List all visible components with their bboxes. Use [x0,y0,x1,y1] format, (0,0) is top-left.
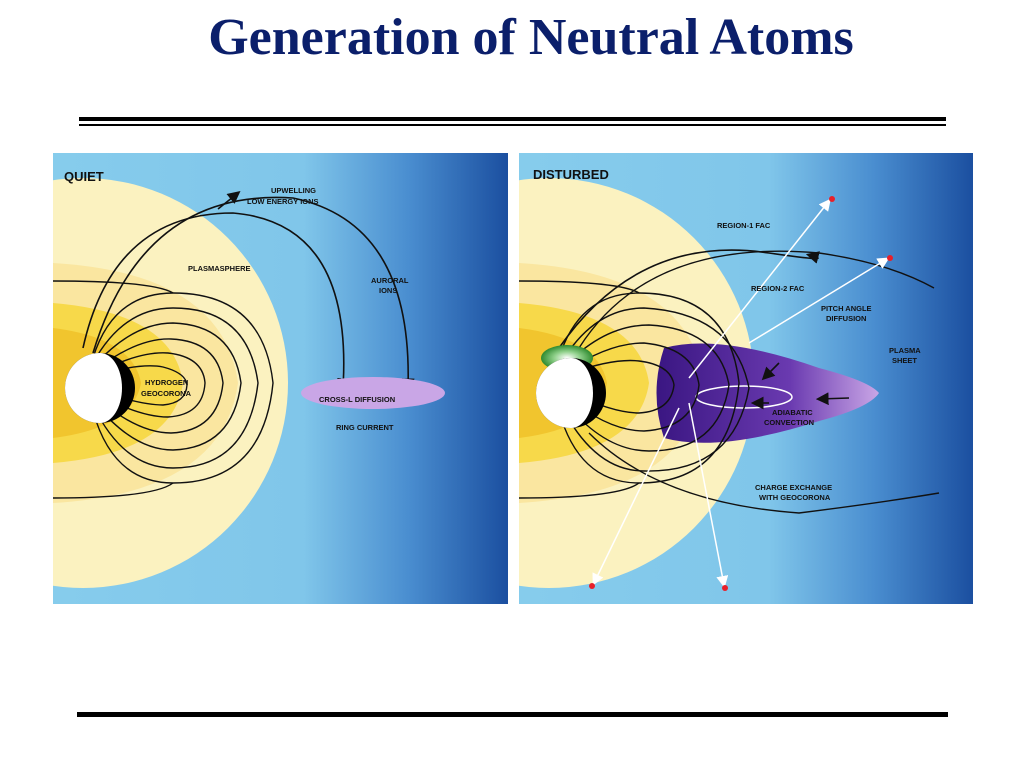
plasmasphere-label: PLASMASPHERE [188,264,251,273]
quiet-diagram: QUIET UPWELLING LOW ENERGY IONS PLASMASP… [53,153,508,604]
disturbed-heading: DISTURBED [533,167,609,182]
title-divider [79,117,946,121]
quiet-panel: QUIET UPWELLING LOW ENERGY IONS PLASMASP… [53,153,508,604]
charge-exchange-label-1: CHARGE EXCHANGE [755,483,832,492]
region2-fac-label: REGION-2 FAC [751,284,805,293]
upwelling-label-1: UPWELLING [271,186,316,195]
quiet-heading: QUIET [64,169,104,184]
pitch-angle-label-1: PITCH ANGLE [821,304,872,313]
region1-fac-label: REGION-1 FAC [717,221,771,230]
adiabatic-label-2: CONVECTION [764,418,814,427]
auroral-label-2: IONS [379,286,397,295]
field-lines [53,280,274,499]
ring-current-ellipse [301,377,445,409]
earth-icon [65,353,135,423]
plasma-sheet [656,343,879,443]
hydrogen-label-2: GEOCORONA [141,389,192,398]
auroral-label-1: AURORAL [371,276,409,285]
adiabatic-label-1: ADIABATIC [772,408,813,417]
earth-icon [536,345,606,428]
disturbed-diagram: DISTURBED REGION-1 FAC REGION-2 FAC PITC… [519,153,973,604]
footer-divider [77,712,948,717]
neutral-atom-dots [589,196,893,591]
fac-paths [558,249,850,410]
plasma-sheet-label-2: SHEET [892,356,917,365]
pitch-angle-label-2: DIFFUSION [826,314,866,323]
cross-l-diffusion-label: CROSS-L DIFFUSION [319,395,395,404]
title-divider-thin [79,124,946,126]
slide-title: Generation of Neutral Atoms [208,9,854,66]
ring-current-label: RING CURRENT [336,423,394,432]
neutral-atom-paths [592,198,890,588]
upwelling-label-2: LOW ENERGY IONS [247,197,319,206]
disturbed-panel: DISTURBED REGION-1 FAC REGION-2 FAC PITC… [519,153,973,604]
plasma-sheet-label-1: PLASMA [889,346,921,355]
hydrogen-label-1: HYDROGEN [145,378,188,387]
charge-exchange-label-2: WITH GEOCORONA [759,493,831,502]
ion-paths [82,191,415,392]
